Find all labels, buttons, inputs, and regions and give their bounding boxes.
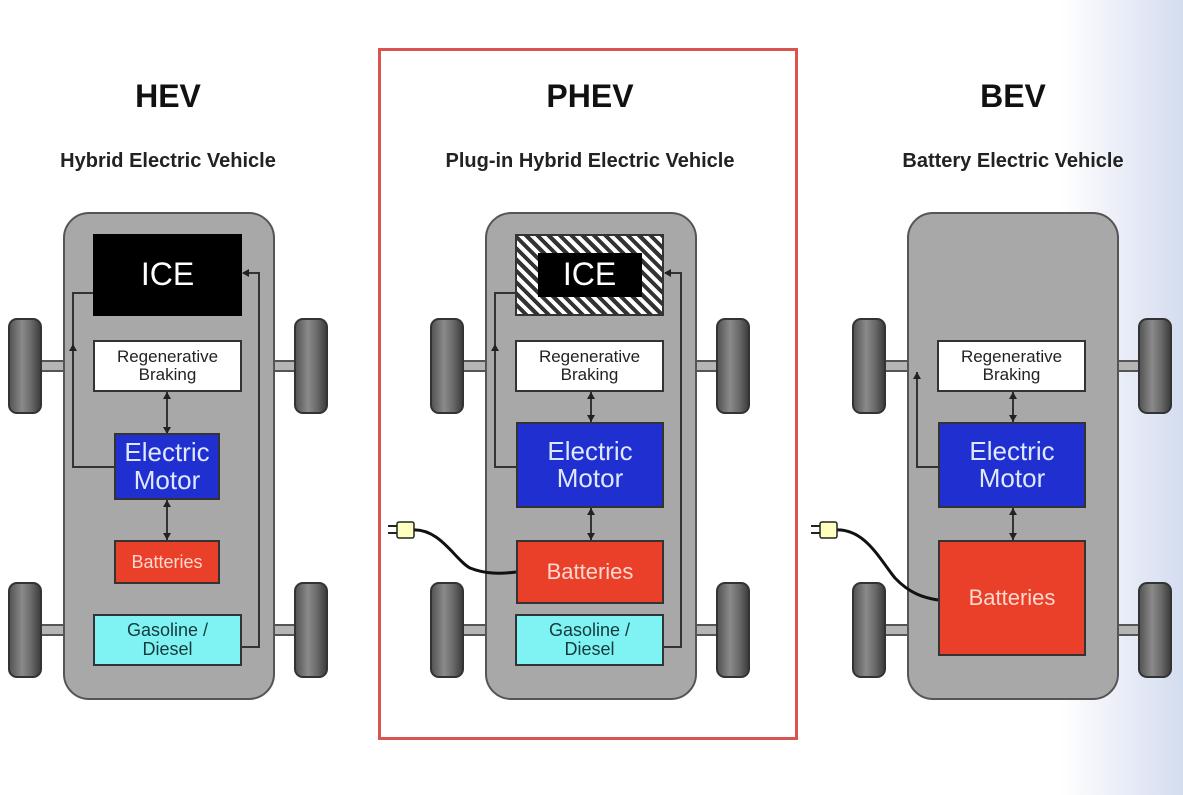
phev-arrow-down-1 [587,415,595,422]
hev-ice-return-line [243,272,260,274]
hev-left-top-line [72,292,94,294]
phev-ice-box: ICE [515,234,664,316]
hev-motor-batt-line [166,500,168,540]
bev-title: BEV [980,78,1046,114]
phev-plug-icon [388,521,517,575]
hev-motor-label-2: Motor [133,464,201,495]
hev-batteries-box: Batteries [114,540,220,584]
hev-regen-label-1: Regenerative [116,347,219,367]
bev-regen-motor-line [1012,392,1014,422]
phev-wheel-rear-right [716,582,750,678]
bev-wheel-front-left [852,318,886,414]
phev-batteries-box: Batteries [516,540,664,604]
bev-wheel-rear-left [852,582,886,678]
hev-motor-label-1: Electric [124,437,210,468]
bev-arrow-down-2 [1009,533,1017,540]
bev-plug-icon [811,521,939,602]
phev-panel: PHEV Plug-in Hybrid Electric Vehicle [390,0,790,795]
hev-right-return-line [258,272,260,648]
hev-arrow-down-1 [163,427,171,434]
hev-ice-arrow [242,269,249,277]
hev-arrow-up-2 [163,500,171,507]
phev-motor-label-1: Electric [547,435,633,466]
bev-motor-batt-line [1012,508,1014,540]
hev-left-bottom-line [72,466,114,468]
bev-left-line [916,372,918,467]
bev-left-arrow [913,372,921,379]
hev-fuel-return-line [242,646,260,648]
phev-highlight-frame [378,48,798,740]
hev-wheel-front-left [8,318,42,414]
phev-left-line [494,292,496,467]
hev-subtitle: Hybrid Electric Vehicle [60,150,276,172]
bev-left-bottom-line [916,466,938,468]
hev-fuel-label-2: Diesel [142,639,193,659]
hev-fuel-label-1: Gasoline / [126,620,209,641]
phev-motor-label-2: Motor [556,463,624,493]
hev-left-line [72,292,74,467]
hev-arrow-up-1 [163,392,171,399]
hev-left-arrow [69,344,77,351]
hev-title: HEV [135,78,201,114]
phev-wheel-front-right [716,318,750,414]
bev-subtitle: Battery Electric Vehicle [902,150,1124,172]
phev-fuel-label-1: Gasoline / [548,620,631,641]
hev-wheel-rear-left [8,582,42,678]
phev-arrow-down-2 [587,533,595,540]
hev-regen-motor-line [166,392,168,434]
phev-left-top-line [494,292,516,294]
bev-regen-label-2: Braking [982,365,1041,384]
phev-right-return-line [680,272,682,648]
hev-regen-label-2: Braking [138,365,197,384]
bev-motor-label-1: Electric [969,435,1055,466]
phev-motor-batt-line [590,508,592,540]
hev-arrow-down-2 [163,533,171,540]
phev-subtitle: Plug-in Hybrid Electric Vehicle [445,150,735,172]
hev-panel: HEV Hybrid Electric Vehicle [0,0,368,795]
phev-left-arrow [491,344,499,351]
bev-batteries-box: Batteries [938,540,1086,656]
hev-wheel-front-right [294,318,328,414]
bev-motor-label-2: Motor [978,463,1046,493]
phev-left-bottom-line [494,466,516,468]
hev-fuel-box: Gasoline /Diesel [93,614,242,666]
phev-arrow-up-2 [587,508,595,515]
bev-arrow-up-2 [1009,508,1017,515]
phev-title: PHEV [546,78,634,114]
phev-ice-return-line [665,272,682,274]
phev-ice-arrow [664,269,671,277]
phev-fuel-return-line [664,646,682,648]
bev-wheel-rear-right [1138,582,1172,678]
bev-panel: BEV Battery Electric Vehicle [813,0,1183,795]
phev-regen-label-2: Braking [560,365,619,384]
hev-wheel-rear-right [294,582,328,678]
bev-regen-label-1: Regenerative [960,347,1063,367]
phev-regen-label-1: Regenerative [538,347,641,367]
phev-fuel-label-2: Diesel [564,639,615,659]
phev-wheel-front-left [430,318,464,414]
phev-regen-motor-line [590,392,592,422]
bev-wheel-front-right [1138,318,1172,414]
phev-arrow-up-1 [587,392,595,399]
phev-fuel-box: Gasoline /Diesel [515,614,664,666]
phev-wheel-rear-left [430,582,464,678]
bev-arrow-down-1 [1009,415,1017,422]
bev-arrow-up-1 [1009,392,1017,399]
phev-ice-label: ICE [537,253,642,297]
hev-ice-box: ICE [93,234,242,316]
